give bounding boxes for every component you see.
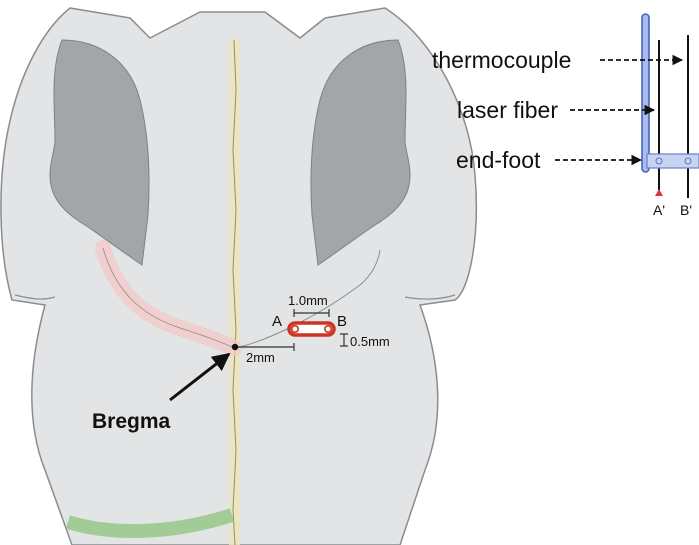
width-scale-bar bbox=[293, 309, 330, 317]
end-foot-shape bbox=[646, 153, 699, 169]
left-orbit bbox=[49, 39, 150, 266]
laser-fiber-label: laser fiber bbox=[457, 97, 558, 123]
probe-legend: thermocouple laser fiber end-foot A' B' bbox=[432, 13, 699, 218]
fiber-tip-marker bbox=[655, 189, 663, 196]
point-b-label: B bbox=[337, 313, 347, 330]
right-orbit bbox=[310, 39, 411, 266]
width-label: 1.0mm bbox=[288, 293, 328, 308]
right-zygomatic-arch bbox=[404, 294, 456, 300]
height-scale-bar bbox=[340, 333, 348, 347]
section-a-label: A' bbox=[653, 202, 665, 218]
left-zygomatic-arch bbox=[14, 294, 56, 300]
thermocouple-label: thermocouple bbox=[432, 47, 571, 73]
section-b-label: B' bbox=[680, 202, 692, 218]
point-a-marker bbox=[290, 324, 299, 333]
probe-shaft bbox=[641, 13, 650, 173]
bregma-label: Bregma bbox=[92, 410, 171, 433]
point-a-label: A bbox=[272, 313, 282, 330]
height-label: 0.5mm bbox=[350, 334, 390, 349]
point-b-marker bbox=[323, 324, 332, 333]
offset-label: 2mm bbox=[246, 350, 275, 365]
window-slot bbox=[287, 321, 336, 337]
right-coronal-suture bbox=[235, 249, 381, 349]
end-foot-hole-a bbox=[655, 157, 663, 165]
end-foot-label: end-foot bbox=[456, 147, 541, 173]
craniotomy-window bbox=[287, 321, 336, 337]
bregma-arrow-icon bbox=[169, 352, 231, 402]
bregma-point bbox=[231, 343, 239, 351]
skull-illustration bbox=[0, 7, 478, 545]
offset-scale-bar bbox=[237, 343, 295, 351]
coronal-suture bbox=[102, 247, 235, 349]
end-foot-hole-b bbox=[684, 157, 692, 165]
sagittal-suture bbox=[232, 39, 237, 545]
lambdoid-suture-highlight bbox=[65, 508, 235, 538]
measurement-lines bbox=[237, 309, 348, 351]
